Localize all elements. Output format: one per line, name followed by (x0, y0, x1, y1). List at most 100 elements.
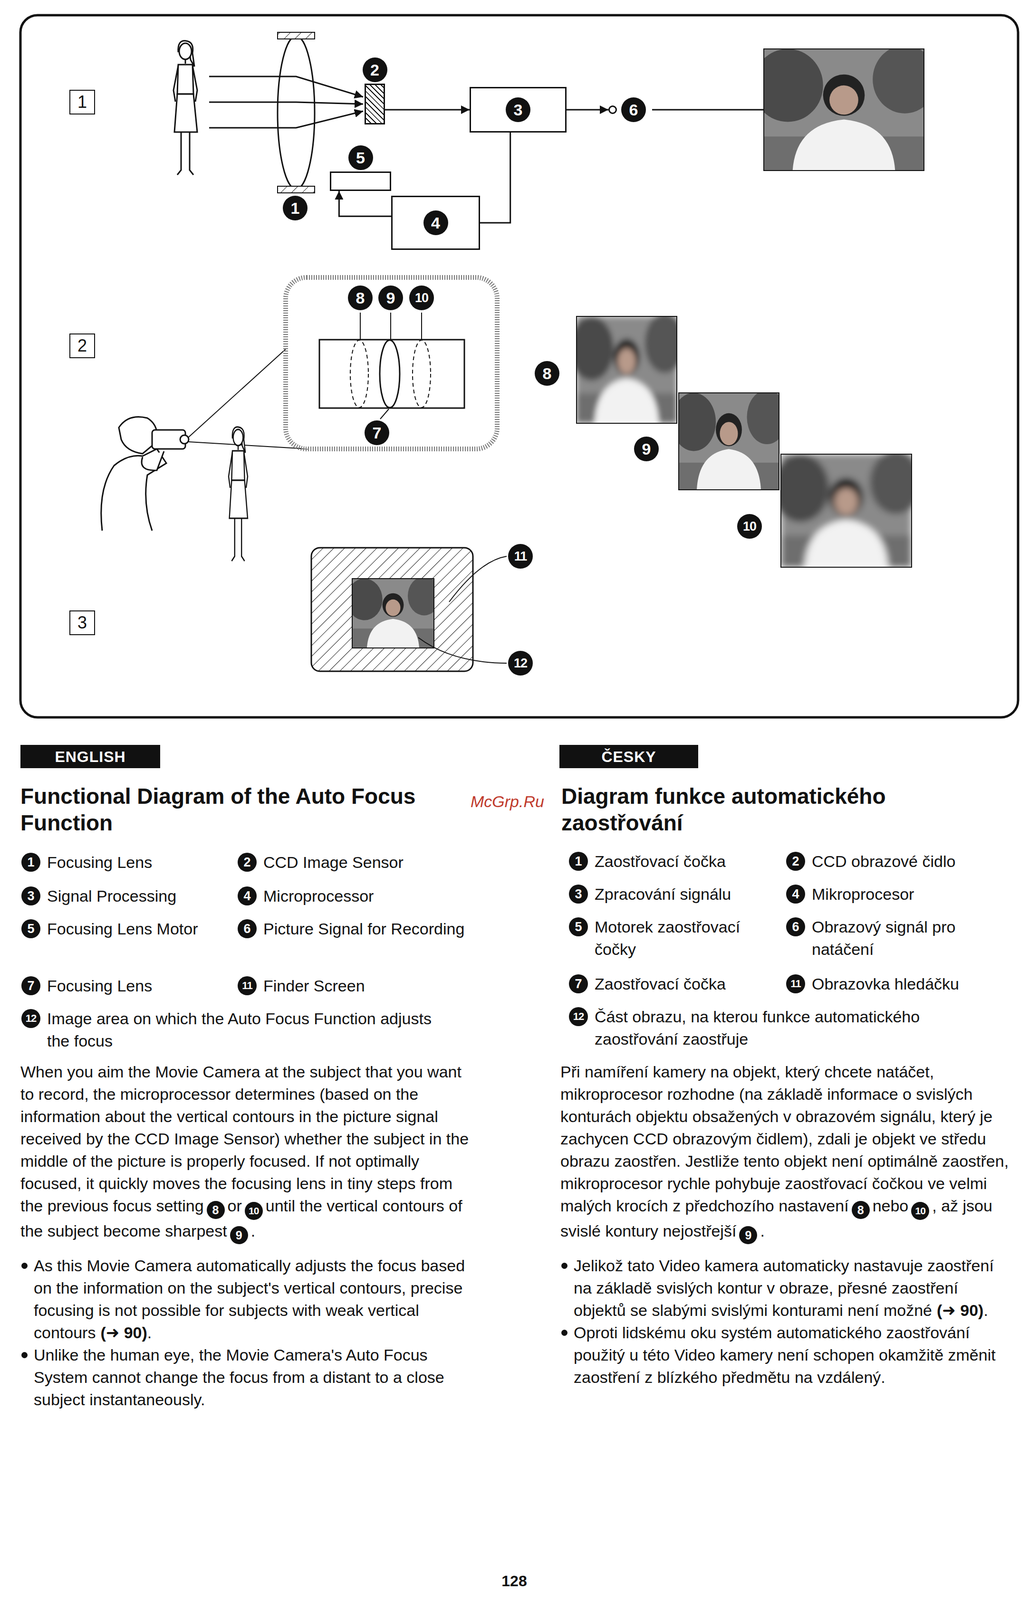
bullet-item: Oproti lidskému oku systém automatického… (560, 1322, 1012, 1390)
legend-number: 6 (786, 917, 806, 937)
callout-number: 3 (505, 97, 531, 123)
legend-text: Část obrazu, na kterou funkce automatick… (594, 1006, 985, 1051)
leader-lines (418, 556, 507, 664)
body-text: . (250, 1222, 256, 1241)
legend-text: Image area on which the Auto Focus Funct… (47, 1008, 437, 1053)
legend-text: Finder Screen (263, 975, 468, 998)
drawing-part (209, 111, 364, 128)
callout-number: 7 (364, 420, 390, 446)
section-number: 2 (69, 333, 96, 359)
photo-border (678, 393, 779, 491)
language-heading: ENGLISH (54, 748, 126, 766)
body-text: Oproti lidskému oku systém automatického… (573, 1324, 996, 1387)
callout-number: 5 (348, 145, 374, 171)
microprocessor-box: 4 (391, 195, 481, 251)
bullet-dot (21, 1352, 28, 1359)
bullet-dot (21, 1263, 28, 1270)
focusing-lens (277, 36, 315, 190)
focus-area-border (352, 578, 434, 649)
lens-position (350, 340, 369, 408)
lens-position (379, 340, 400, 408)
photo-border (576, 316, 677, 424)
legend-number: 7 (21, 976, 41, 996)
legend-number: 4 (237, 886, 257, 906)
light-rays (209, 76, 364, 128)
lens-mount (277, 186, 315, 193)
lens-motor-box: 5 (329, 171, 392, 192)
page-reference: (➜ 90) (100, 1324, 147, 1343)
callout-number: 9 (634, 436, 659, 462)
watermark: McGrp.Ru (470, 792, 545, 812)
photo (752, 45, 937, 171)
legend-text: Focusing Lens Motor (47, 918, 233, 941)
language-bar: ENGLISH (20, 745, 161, 769)
subject-figure (228, 427, 248, 562)
callout-number: 8 (206, 1201, 225, 1220)
drawing-part (752, 45, 937, 171)
photo-sharp (671, 390, 788, 491)
legend-number: 12 (21, 1009, 41, 1029)
legend-text: Obrazovka hledáčku (811, 973, 1014, 996)
photo-blurred (569, 313, 685, 424)
drawing-part (209, 102, 364, 105)
legend-text: Motorek zaostřovací čočky (594, 916, 782, 962)
photo-border (780, 454, 912, 568)
callout-number: 11 (508, 544, 533, 569)
legend-text: CCD Image Sensor (263, 851, 468, 875)
finder-screen (311, 548, 473, 672)
callout-number: 6 (621, 97, 646, 123)
callout-number: 8 (347, 285, 373, 311)
legend-number: 5 (21, 919, 41, 939)
legend-text: Zpracování signálu (594, 883, 782, 906)
drawing-part (569, 313, 685, 424)
lens-position (412, 340, 431, 408)
signal-connector (480, 132, 511, 223)
drawing-part (101, 449, 167, 531)
callout-number: 9 (230, 1226, 249, 1245)
focus-area-image (346, 577, 441, 649)
page-title: Diagram funkce automatického zaostřování (561, 783, 990, 837)
paragraph: Při namíření kamery na objekt, který chc… (560, 1061, 1012, 1245)
legend-text: Zaostřovací čočka (594, 973, 782, 996)
callout-number: 10 (737, 514, 762, 539)
camera-operator (101, 417, 189, 532)
bullet-item: Unlike the human eye, the Movie Camera's… (20, 1344, 470, 1412)
callout-number: 9 (739, 1226, 758, 1245)
drawing-part (390, 312, 392, 340)
legend-number: 12 (568, 1007, 588, 1027)
page-number: 128 (495, 1573, 534, 1591)
drawing-part (141, 451, 164, 471)
drawing-part (380, 409, 389, 420)
legend-number: 11 (786, 974, 806, 994)
legend-number: 4 (786, 884, 806, 904)
body-text: Jelikož tato Video kamera automaticky na… (573, 1257, 994, 1320)
body-text: nebo (872, 1197, 909, 1216)
signal-connector (338, 191, 392, 217)
callout-number: 1 (282, 195, 308, 221)
figure-frame (20, 15, 1019, 718)
drawing-part (180, 435, 189, 444)
body-text: . (147, 1324, 152, 1343)
callout-number: 10 (911, 1202, 930, 1221)
drawing-part (359, 312, 361, 340)
drawing-part (209, 76, 364, 97)
legend-number: 6 (237, 919, 257, 939)
legend-text: Signal Processing (47, 885, 233, 908)
magnify-box (285, 277, 498, 450)
signal-processing-box: 3 (469, 86, 567, 133)
legend-text: Microprocessor (263, 885, 468, 908)
paragraph: When you aim the Movie Camera at the sub… (20, 1061, 470, 1245)
signal-line (652, 109, 764, 111)
legend-text: Mikroprocesor (811, 883, 1014, 906)
legend-text: Zaostřovací čočka (594, 850, 782, 874)
legend-text: CCD obrazové čidlo (811, 850, 1014, 874)
callout-number: 10 (244, 1202, 263, 1221)
drawing-part (421, 312, 423, 340)
legend-text: Focusing Lens (47, 975, 233, 998)
language-heading: ČESKY (601, 748, 656, 766)
signal-connector (384, 109, 470, 111)
body-text: As this Movie Camera automatically adjus… (33, 1257, 465, 1343)
page-title: Functional Diagram of the Auto Focus Fun… (20, 783, 472, 837)
photo-border (763, 48, 924, 171)
bullet-dot (561, 1263, 568, 1270)
